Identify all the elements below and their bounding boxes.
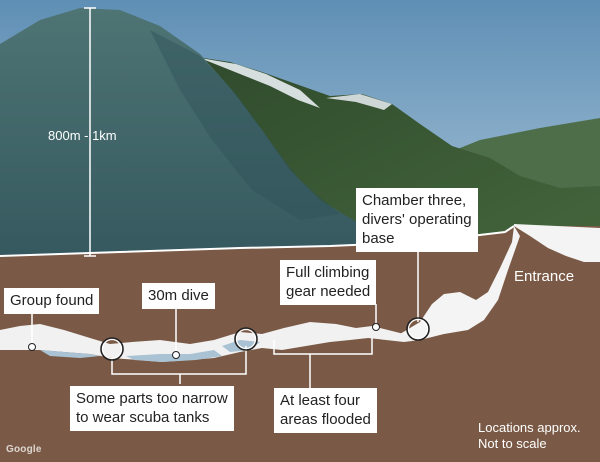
climbing-label: Full climbing gear needed <box>280 260 377 305</box>
climbing-label-line2: gear needed <box>286 283 371 300</box>
flooded-label-line2: areas flooded <box>280 411 371 428</box>
group-found-dot <box>28 343 36 351</box>
dive-dot <box>172 351 180 359</box>
climbing-dot <box>372 323 380 331</box>
narrow-label: Some parts too narrow to wear scuba tank… <box>70 386 234 431</box>
flooded-label: At least four areas flooded <box>274 388 377 433</box>
mountain-shade <box>150 30 340 220</box>
chamber-label-line1: Chamber three, <box>362 192 467 209</box>
flooded-label-line1: At least four <box>280 392 361 409</box>
climbing-label-line1: Full climbing <box>286 264 370 281</box>
leader-lines <box>31 252 419 388</box>
narrow-label-line1: Some parts too narrow <box>76 390 228 407</box>
chamber-label: Chamber three, divers' operating base <box>356 188 478 252</box>
chamber-label-line3: base <box>362 230 395 247</box>
narrow-label-line2: to wear scuba tanks <box>76 409 210 426</box>
narrow-marker-2 <box>234 327 258 351</box>
chamber-label-line2: divers' operating <box>362 211 472 228</box>
entrance-area <box>514 224 600 262</box>
height-label: 800m - 1km <box>48 128 117 143</box>
google-watermark: Google <box>6 444 42 455</box>
cave-passage <box>0 322 420 362</box>
narrow-marker-1 <box>100 337 124 361</box>
entrance-slope <box>400 226 520 340</box>
mountain <box>0 8 520 262</box>
ground-line <box>0 225 515 257</box>
height-indicator <box>84 7 96 257</box>
scale-note-line1: Locations approx. <box>478 420 581 435</box>
water-pool-1 <box>40 350 100 358</box>
entrance-label: Entrance <box>514 268 575 285</box>
group-found-label: Group found <box>4 288 100 314</box>
dive-label: 30m dive <box>142 283 215 309</box>
chamber-marker <box>406 317 430 341</box>
snow-cap-right <box>326 94 392 110</box>
scale-note: Locations approx. Not to scale <box>478 420 581 452</box>
snow-cap <box>200 58 320 108</box>
scale-note-line2: Not to scale <box>478 436 547 451</box>
